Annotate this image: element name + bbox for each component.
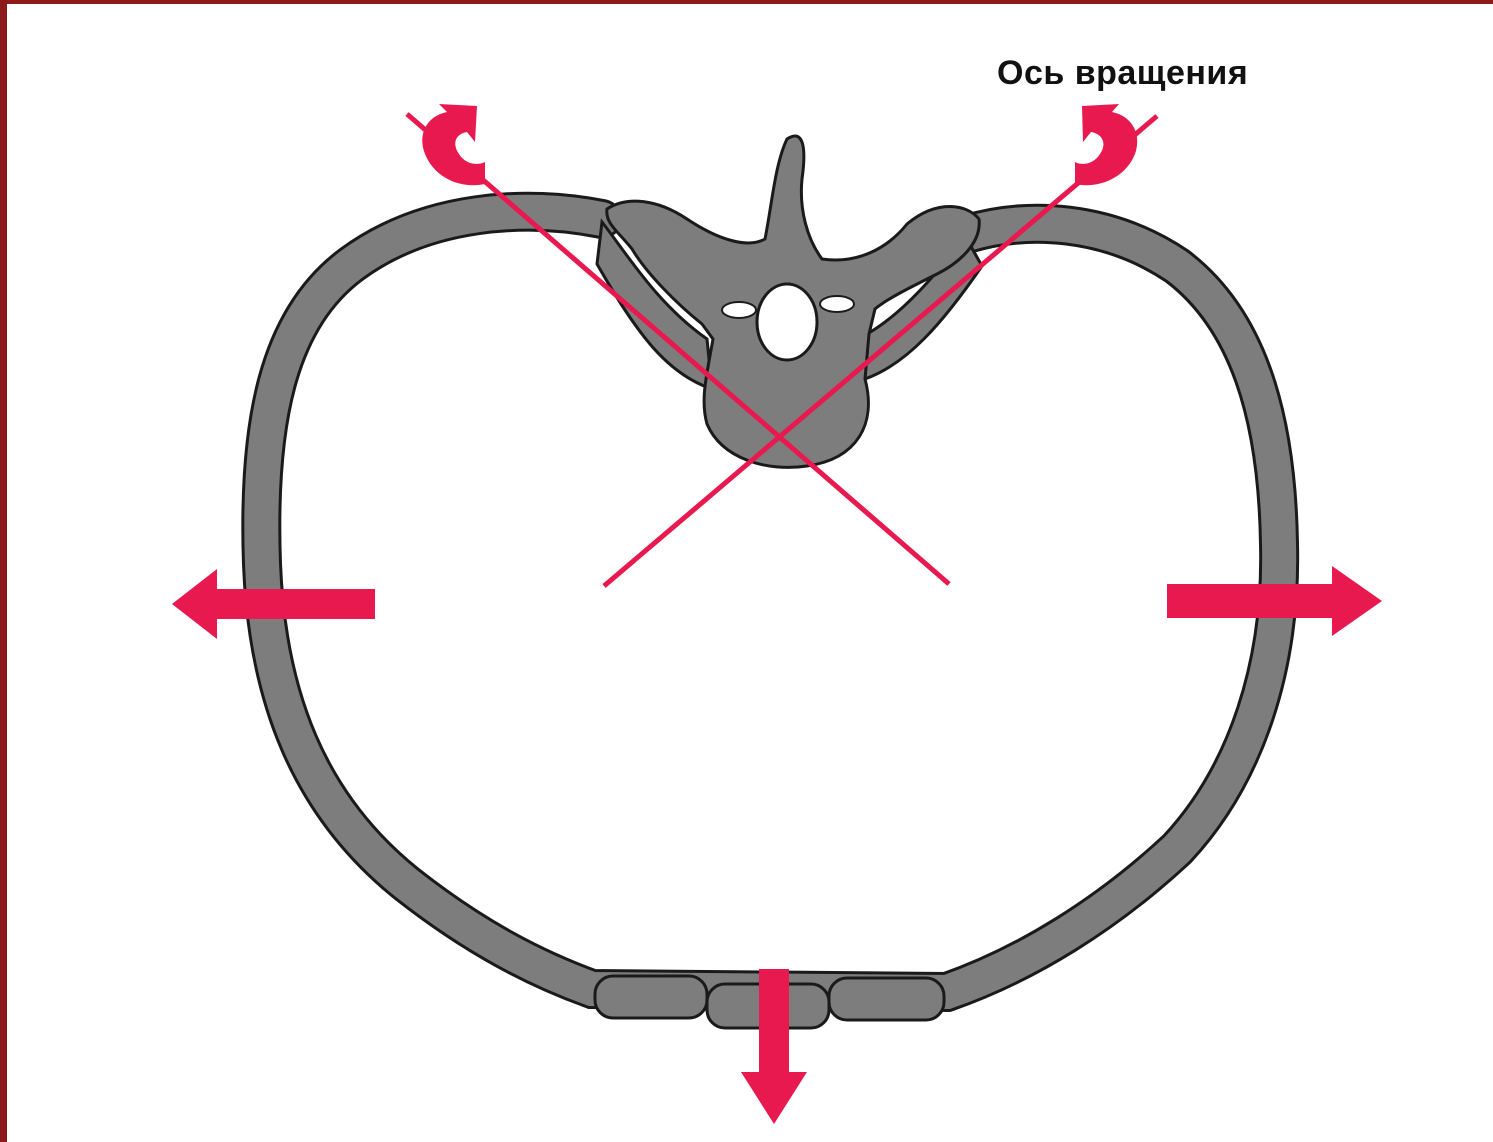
vertebral-foramen [757, 284, 817, 360]
rib-cage-cross-section-diagram [7, 4, 1493, 1142]
rotation-arrow-icon [1075, 104, 1137, 185]
costal-facet-right [820, 296, 854, 312]
costal-facet-left [722, 302, 756, 318]
rotation-arrow-icon [422, 104, 485, 185]
sternum-segment [595, 976, 707, 1018]
sternum-segment [829, 978, 944, 1020]
rotation-axis-label: Ось вращения [997, 54, 1248, 93]
